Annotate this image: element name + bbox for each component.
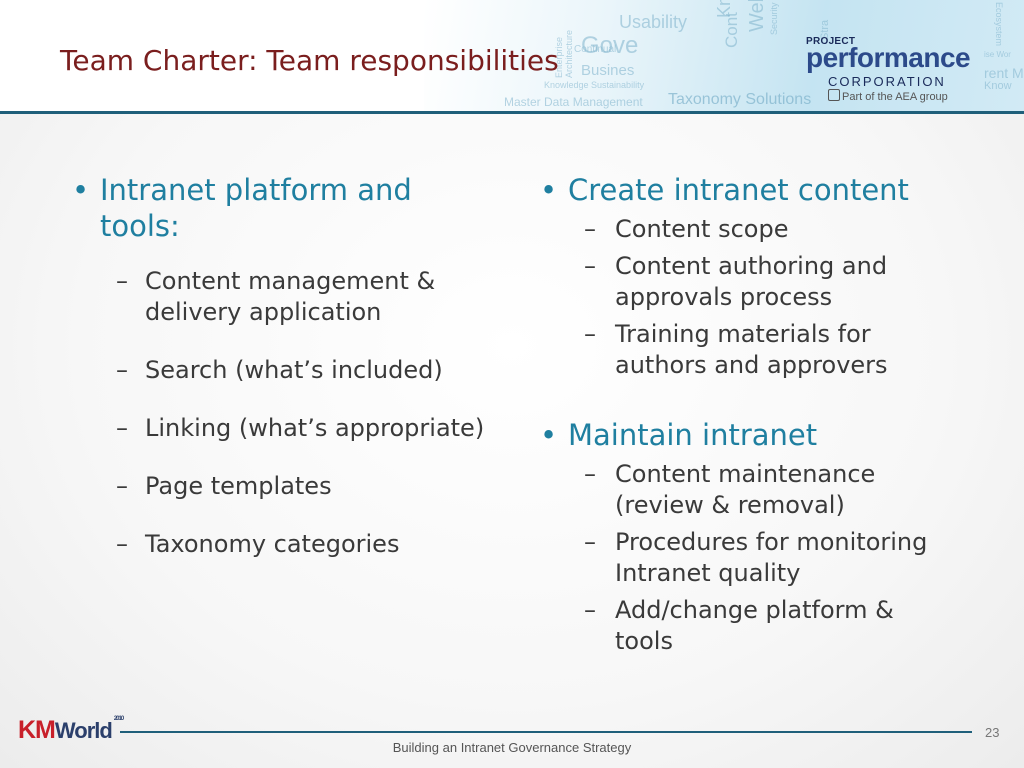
kmworld-world: World — [54, 718, 113, 743]
watermark-word: Continual — [574, 44, 617, 55]
watermark-word: Know — [984, 80, 1012, 92]
watermark-word: Taxonomy Solutions — [668, 91, 812, 108]
footer-caption: Building an Intranet Governance Strategy — [392, 740, 632, 755]
list-item: Page templates — [70, 471, 490, 502]
list-item: Add/change platform & tools — [538, 595, 915, 657]
bullet-intranet-platform: Intranet platform and tools: — [70, 172, 490, 244]
bullet-create-content: Create intranet content — [538, 172, 978, 208]
watermark-word: Cont — [722, 12, 741, 48]
list-item: Procedures for monitoring Intranet quali… — [538, 527, 955, 589]
aea-mark-icon — [828, 89, 840, 101]
logo-line-performance: performance — [806, 42, 971, 73]
logo-line-corporation: CORPORATION — [828, 74, 946, 89]
header-watermark-art: Usability Gove Busines Continual Knowled… — [424, 0, 1024, 112]
logo-line-project: PROJECT — [806, 36, 856, 47]
logo-aea-text: Part of the AEA group — [842, 91, 948, 103]
footer-divider — [120, 731, 972, 733]
page-number: 23 — [985, 725, 1000, 740]
kmworld-km: KM — [18, 716, 56, 744]
left-column: Intranet platform and tools: Content man… — [70, 172, 490, 560]
project-performance-logo: PROJECT performance CORPORATION Part of … — [806, 36, 971, 103]
watermark-word: Busines — [581, 62, 635, 79]
logo-line-aea: Part of the AEA group — [828, 89, 948, 103]
watermark-word: Architecture — [564, 29, 574, 78]
list-item: Content management & delivery applicatio… — [70, 266, 490, 328]
watermark-word: Security — [769, 2, 779, 35]
list-item: Content maintenance (review & removal) — [538, 459, 915, 521]
watermark-word: ise Wor — [984, 50, 1011, 59]
watermark-word: Usability — [619, 12, 688, 32]
watermark-word: rent M — [984, 65, 1024, 81]
header-divider — [0, 111, 1024, 114]
watermark-word: Knowledge Sustainability — [544, 80, 645, 90]
watermark-word: Master Data Management — [504, 95, 643, 109]
right-column: Create intranet content Content scope Co… — [538, 172, 978, 657]
slide-title: Team Charter: Team responsibilities — [60, 44, 559, 77]
list-item: Search (what’s included) — [70, 355, 490, 386]
slide-header: Usability Gove Busines Continual Knowled… — [0, 0, 1024, 112]
watermark-word: Gove — [581, 32, 639, 59]
kmworld-year: 2010 — [113, 716, 124, 722]
list-item: Content authoring and approvals process — [538, 251, 915, 313]
list-item: Taxonomy categories — [70, 529, 490, 560]
list-item: Training materials for authors and appro… — [538, 319, 915, 381]
list-item: Content scope — [538, 214, 915, 245]
watermark-word: Ecosystem — [994, 2, 1004, 47]
list-item: Linking (what’s appropriate) — [70, 413, 490, 444]
watermark-word: Web Co — [746, 0, 769, 32]
bullet-maintain-intranet: Maintain intranet — [538, 417, 978, 453]
